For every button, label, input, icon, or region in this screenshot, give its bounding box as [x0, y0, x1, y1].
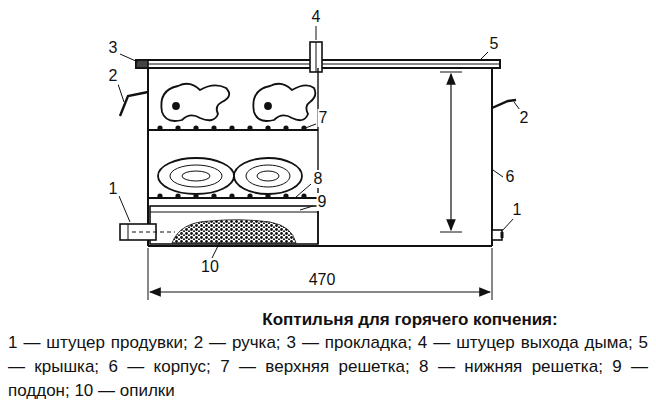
callout-number: 1: [108, 180, 119, 198]
callout-number: 5: [489, 35, 500, 53]
callout-number: 1: [512, 201, 523, 219]
dimension-value: 470: [308, 271, 337, 289]
callout-number: 10: [200, 258, 220, 276]
callout-number: 7: [318, 109, 329, 127]
caption-text: 1 — штуцер продувки; 2 — ручка; 3 — прок…: [8, 331, 648, 403]
callout-number: 9: [317, 193, 328, 211]
callout-number: 6: [505, 168, 516, 186]
caption-heading: Коптильня для горячего копчения:: [190, 309, 630, 331]
callout-number: 8: [313, 170, 324, 188]
callout-number: 4: [311, 8, 322, 26]
callout-number: 2: [519, 109, 530, 127]
callout-number: 3: [108, 39, 119, 57]
callout-number: 2: [108, 67, 119, 85]
